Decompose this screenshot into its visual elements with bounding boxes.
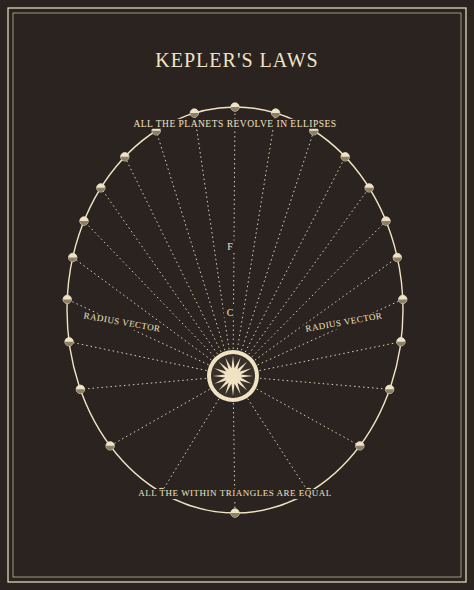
sun-rays	[213, 356, 253, 396]
planet	[106, 442, 114, 450]
planet-disc	[271, 109, 279, 117]
radius-line	[233, 157, 345, 376]
planet-shade	[190, 113, 198, 117]
planet-disc	[121, 153, 129, 161]
planet	[80, 217, 88, 225]
top-caption: ALL THE PLANETS REVOLVE IN ELLIPSES	[130, 119, 339, 129]
bottom-caption: ALL THE WITHIN TRIANGLES ARE EQUAL	[135, 489, 334, 499]
planet	[76, 385, 84, 393]
planet-shade	[63, 299, 71, 303]
planet-shade	[76, 389, 84, 393]
planet	[382, 217, 390, 225]
planet-shade	[399, 299, 407, 303]
focus-letter: F	[224, 241, 236, 252]
planet-disc	[97, 184, 105, 192]
radius-line	[73, 257, 233, 376]
planet-shade	[69, 257, 77, 261]
sun-inner	[211, 354, 255, 398]
radius-line	[233, 257, 397, 376]
radius-line	[125, 157, 233, 376]
planet-disc	[382, 217, 390, 225]
planet	[399, 295, 407, 303]
planet-shade	[382, 221, 390, 225]
radius-line	[84, 221, 233, 376]
planet	[190, 109, 198, 117]
radius-line	[233, 131, 314, 376]
radius-lines	[67, 107, 403, 513]
radius-line	[233, 299, 403, 376]
planet-disc	[393, 253, 401, 261]
planet	[69, 253, 77, 261]
planet	[121, 153, 129, 161]
radius-line	[233, 221, 386, 376]
planet	[365, 184, 373, 192]
planet	[231, 103, 239, 111]
radius-line	[233, 188, 369, 376]
planet	[65, 338, 73, 346]
planet	[397, 338, 405, 346]
planet	[97, 184, 105, 192]
planet-shade	[65, 342, 73, 346]
planet-disc	[356, 442, 364, 450]
planet-shade	[80, 221, 88, 225]
planet-shade	[393, 257, 401, 261]
planet-shade	[385, 389, 393, 393]
planet-shade	[231, 107, 239, 111]
planet-shade	[341, 157, 349, 161]
planet	[385, 385, 393, 393]
planet-disc	[231, 103, 239, 111]
planet-shade	[356, 446, 364, 450]
planet-disc	[65, 338, 73, 346]
planet	[341, 153, 349, 161]
planet	[231, 509, 239, 517]
planet-disc	[341, 153, 349, 161]
planet-shade	[310, 131, 318, 135]
sun-disc	[207, 350, 259, 402]
planet-disc	[63, 295, 71, 303]
radius-line	[156, 131, 233, 376]
sun-core	[227, 370, 239, 382]
planet-dots	[63, 103, 407, 517]
planet-shade	[271, 113, 279, 117]
planet-shade	[365, 188, 373, 192]
planet-shade	[152, 131, 160, 135]
radius-line	[67, 299, 233, 376]
inner-frame	[13, 13, 461, 577]
planet-disc	[385, 385, 393, 393]
planet-shade	[97, 188, 105, 192]
planet-shade	[121, 157, 129, 161]
planet-shade	[106, 446, 114, 450]
title: KEPLER'S LAWS	[152, 49, 321, 71]
center-letter: C	[224, 307, 237, 318]
planet-disc	[399, 295, 407, 303]
radius-line	[101, 188, 233, 376]
planet	[393, 253, 401, 261]
planet-disc	[80, 217, 88, 225]
planet-disc	[106, 442, 114, 450]
planet-disc	[397, 338, 405, 346]
radius-line	[233, 113, 276, 376]
planet-shade	[231, 513, 239, 517]
planet-disc	[365, 184, 373, 192]
sun-symbol	[207, 350, 259, 402]
radius-vector-label: RADIUS VECTOR	[302, 311, 386, 335]
planet	[271, 109, 279, 117]
planet-disc	[76, 385, 84, 393]
radius-vector-label: RADIUS VECTOR	[80, 311, 164, 335]
outer-frame	[8, 8, 466, 582]
planet-shade	[397, 342, 405, 346]
planet-disc	[190, 109, 198, 117]
planet	[63, 295, 71, 303]
planet-disc	[69, 253, 77, 261]
planet-disc	[231, 509, 239, 517]
orbit-ellipse	[67, 107, 403, 513]
planet	[356, 442, 364, 450]
